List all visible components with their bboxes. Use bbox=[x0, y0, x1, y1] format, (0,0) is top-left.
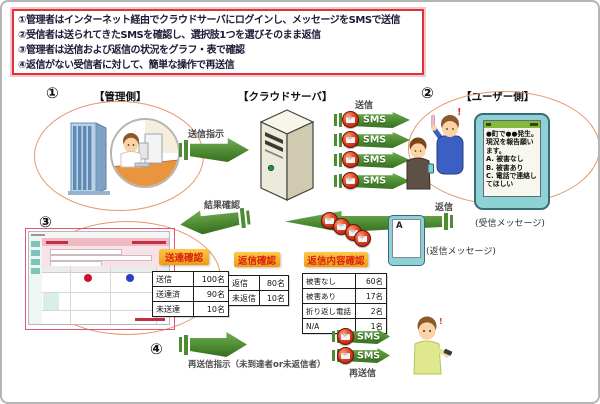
sms-label: SMS bbox=[363, 134, 387, 146]
recipients-icon: ! bbox=[406, 107, 464, 190]
cloud-server-icon bbox=[259, 109, 315, 201]
sms-label: SMS bbox=[363, 154, 387, 166]
reply-content-confirm-badge: 返信内容確認 bbox=[304, 252, 368, 267]
sms-arrow-3: SMS bbox=[334, 151, 410, 168]
sms-label: SMS bbox=[357, 330, 381, 342]
phone-statusbar bbox=[484, 121, 540, 128]
reply-phone: A bbox=[388, 215, 425, 266]
sms-arrow-2: SMS bbox=[334, 131, 410, 148]
mail-icon bbox=[354, 230, 371, 247]
resend-instruction-label: 再送信指示（未到達者or未返信者） bbox=[188, 360, 326, 370]
cell: 100名 bbox=[193, 271, 229, 287]
send-label: 送信 bbox=[355, 101, 374, 111]
reply-arrow bbox=[285, 211, 453, 232]
mail-icon bbox=[342, 172, 359, 189]
cell: 未返信 bbox=[228, 290, 260, 306]
cell: 10名 bbox=[259, 290, 289, 306]
mail-icon bbox=[342, 151, 359, 168]
send-instruction-arrow bbox=[179, 138, 249, 162]
status-dot-red bbox=[84, 274, 92, 282]
cell: 送達済 bbox=[152, 286, 194, 302]
step-1-number: ① bbox=[46, 84, 59, 102]
dashboard-highlight-cell bbox=[43, 293, 59, 310]
sms-label: SMS bbox=[363, 114, 387, 126]
admin-operator-icon bbox=[110, 118, 180, 188]
svg-text:!: ! bbox=[457, 107, 462, 118]
resend-recipient-icon: ! bbox=[413, 316, 453, 375]
reply-phone-screen: A bbox=[392, 219, 421, 258]
dashboard-form-area bbox=[42, 246, 169, 267]
admin-dashboard-screenshot bbox=[28, 231, 170, 325]
cell: 未送達 bbox=[152, 301, 194, 317]
phone-screen: ●町で●●発生。現況を報告願います。 A. 被害なし B. 被害あり C. 電話… bbox=[483, 120, 541, 197]
reply-label: 返信 bbox=[435, 203, 454, 213]
resend-sms-arrow-2: SMS bbox=[332, 347, 390, 364]
cell: 2名 bbox=[355, 303, 387, 319]
cell: 返信 bbox=[228, 275, 260, 291]
received-message-caption: (受信メッセージ) bbox=[475, 219, 545, 229]
cell: 80名 bbox=[259, 275, 289, 291]
dashboard-sidebar bbox=[29, 238, 43, 324]
status-dot-blue bbox=[126, 274, 134, 282]
step-3-number: ③ bbox=[39, 213, 52, 231]
dashboard-red-text bbox=[135, 318, 165, 321]
svg-text:!: ! bbox=[439, 317, 443, 326]
mail-icon bbox=[337, 347, 354, 364]
instruction-box: ①管理者はインターネット経由でクラウドサーバにログインし、メッセージをSMSで送… bbox=[12, 9, 424, 75]
dashboard-header-band bbox=[42, 238, 169, 246]
cell: 被害あり bbox=[302, 288, 356, 304]
result-confirm-label: 結果確認 bbox=[204, 201, 241, 211]
cell: 90名 bbox=[193, 286, 229, 302]
admin-side-label: 【管理側】 bbox=[94, 91, 147, 103]
resend-label: 再送信 bbox=[349, 369, 377, 379]
reply-message-caption: (返信メッセージ) bbox=[426, 247, 496, 257]
mail-icon bbox=[337, 328, 354, 345]
dashboard-table-area bbox=[42, 266, 169, 324]
cell: 60名 bbox=[355, 273, 387, 289]
resend-instruction-arrow bbox=[179, 332, 247, 357]
sms-arrow-1: SMS bbox=[334, 111, 410, 128]
cell: 17名 bbox=[355, 288, 387, 304]
send-instruction-label: 送信指示 bbox=[188, 130, 225, 140]
mail-icon bbox=[342, 131, 359, 148]
step-4-number: ④ bbox=[150, 340, 163, 358]
instruction-line-3: ③管理者は送信および返信の状況をグラフ・表で確認 bbox=[18, 45, 245, 56]
resend-sms-arrow-1: SMS bbox=[332, 328, 390, 345]
battery-icon bbox=[530, 123, 538, 126]
result-confirm-arrow bbox=[179, 205, 251, 236]
cell: 10名 bbox=[193, 301, 229, 317]
cell: 被害なし bbox=[302, 273, 356, 289]
cell: 折り返し電話 bbox=[302, 303, 356, 319]
recipient-phone: ●町で●●発生。現況を報告願います。 A. 被害なし B. 被害あり C. 電話… bbox=[474, 113, 550, 210]
sms-label: SMS bbox=[357, 349, 381, 361]
step-2-number: ② bbox=[421, 84, 434, 102]
sms-label: SMS bbox=[363, 175, 387, 187]
sms-arrow-4: SMS bbox=[334, 172, 410, 189]
antenna-icon bbox=[486, 123, 491, 126]
delivery-confirm-badge: 送達確認 bbox=[159, 249, 209, 265]
office-building-icon bbox=[68, 122, 110, 195]
instruction-line-2: ②受信者は送られてきたSMSを確認し、選択肢1つを選びそのまま返信 bbox=[18, 30, 321, 41]
instruction-line-1: ①管理者はインターネット経由でクラウドサーバにログインし、メッセージをSMSで送… bbox=[18, 15, 401, 26]
cloud-server-label: 【クラウドサーバ】 bbox=[238, 91, 333, 103]
cell: 送信 bbox=[152, 271, 194, 287]
sms-message-text: ●町で●●発生。現況を報告願います。 A. 被害なし B. 被害あり C. 電話… bbox=[486, 130, 538, 189]
mail-icon bbox=[342, 111, 359, 128]
instruction-line-4: ④返信がない受信者に対して、簡単な操作で再送信 bbox=[18, 60, 235, 71]
reply-confirm-badge: 返信確認 bbox=[234, 252, 280, 267]
